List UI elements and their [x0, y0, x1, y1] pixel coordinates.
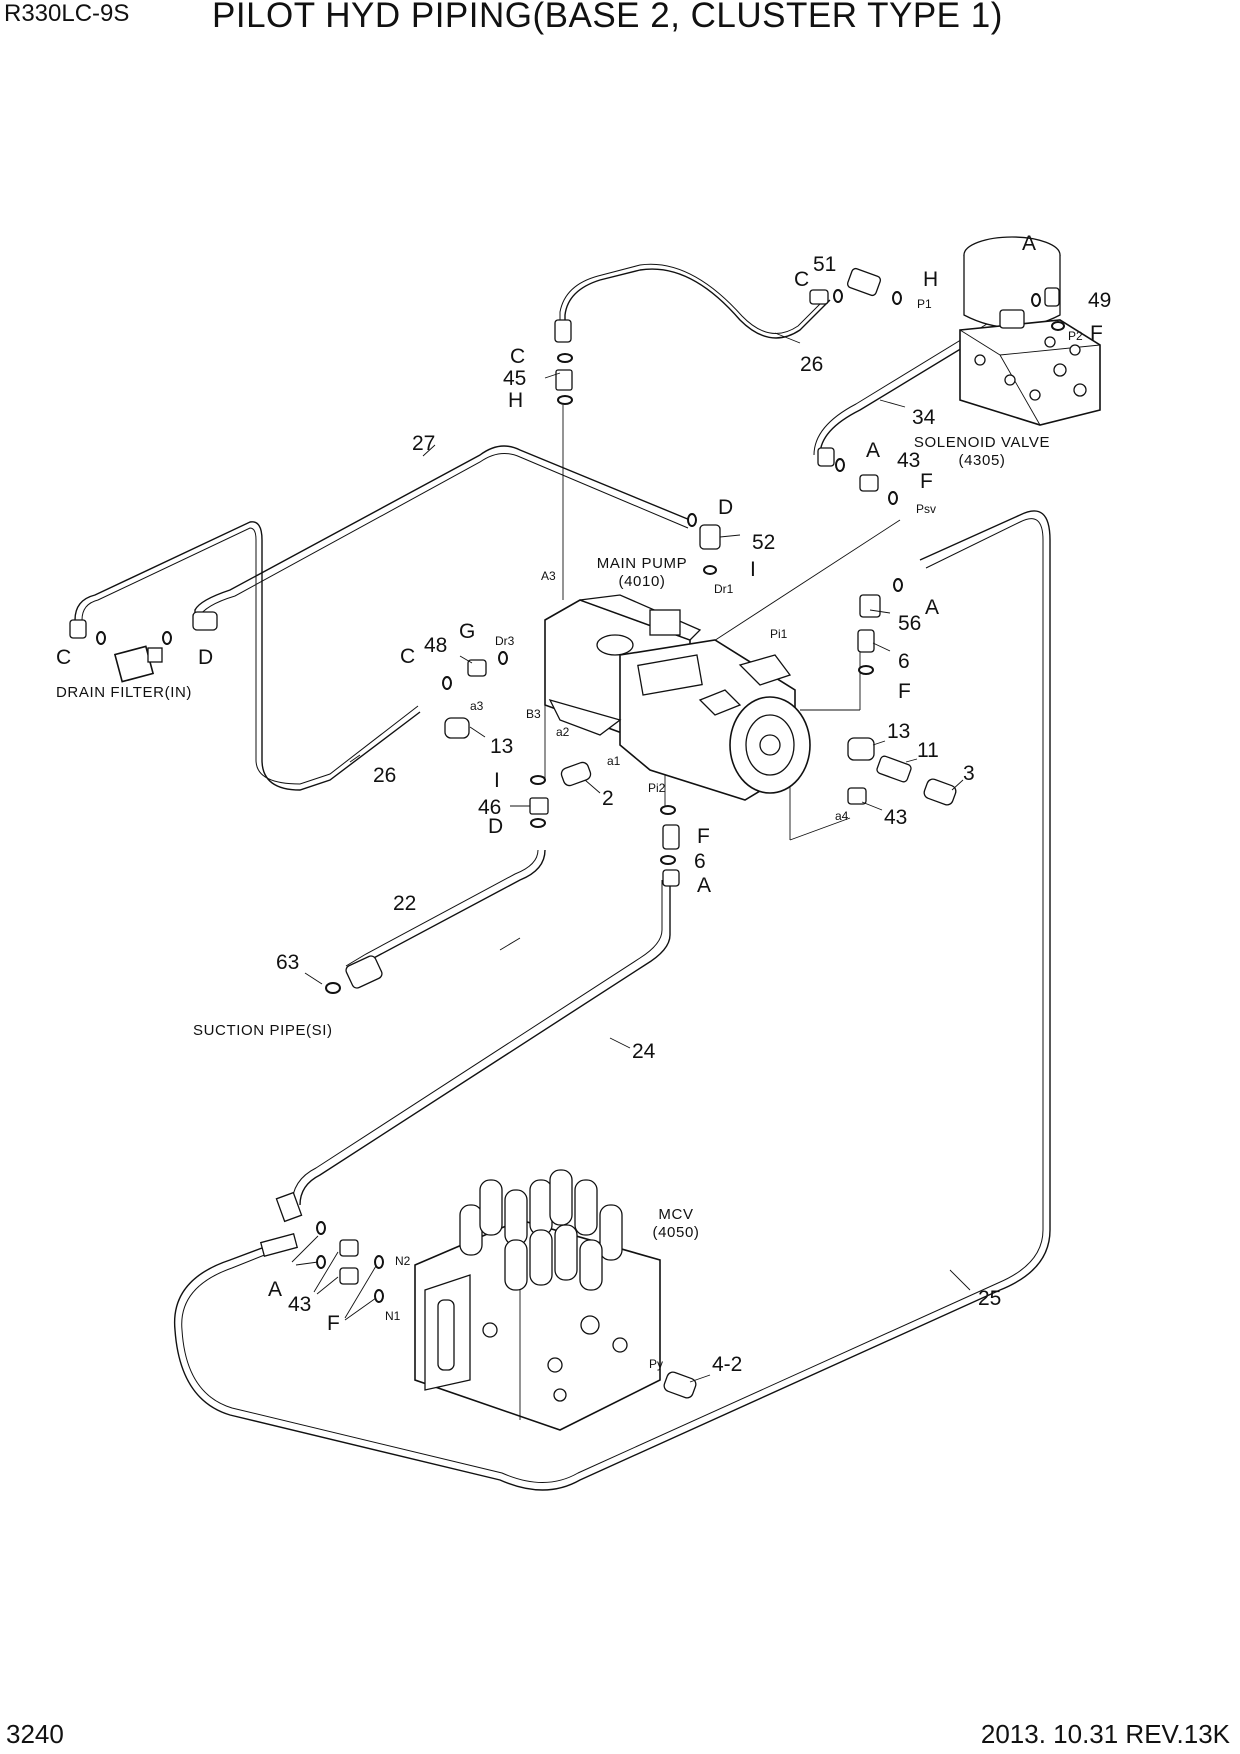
part-number-label: 6	[898, 650, 910, 673]
port-label: a4	[835, 809, 849, 823]
port-label: a2	[556, 725, 570, 739]
connection-letter: F	[1090, 322, 1103, 345]
port-label: Psv	[916, 502, 936, 516]
port-label: N1	[385, 1309, 401, 1323]
drain-filter-name: DRAIN FILTER(IN)	[56, 684, 192, 701]
port-label: N2	[395, 1254, 411, 1268]
page-number: 3240	[6, 1719, 64, 1749]
connection-letter: D	[718, 496, 733, 519]
port-label: P1	[917, 297, 932, 311]
connection-letter: I	[494, 769, 500, 792]
part-number-label: 51	[813, 253, 836, 276]
part-number-label: 46	[478, 796, 501, 819]
port-label: Pi2	[648, 781, 666, 795]
mcv	[414, 1169, 661, 1431]
suction-pipe-name: SUCTION PIPE(SI)	[193, 1022, 333, 1039]
connection-letter: A	[697, 874, 711, 897]
port-label: Pi1	[770, 627, 788, 641]
connection-letter: A	[1022, 232, 1036, 255]
part-number-label: 26	[373, 764, 396, 787]
mcv-code: (4050)	[653, 1224, 700, 1241]
connection-letter: C	[510, 345, 525, 368]
connection-letter: H	[923, 268, 938, 291]
connection-letter: D	[488, 815, 503, 838]
revision-date: 2013. 10.31 REV.13K	[980, 1719, 1230, 1749]
drain-filter	[113, 645, 163, 683]
port-label: a1	[607, 754, 621, 768]
connection-letter: F	[697, 825, 710, 848]
page-title: PILOT HYD PIPING(BASE 2, CLUSTER TYPE 1)	[212, 0, 1003, 35]
port-label: Py	[649, 1357, 663, 1371]
connection-letter: I	[750, 558, 756, 581]
main-pump	[544, 594, 811, 801]
hose-27	[194, 445, 691, 620]
part-number-label: 11	[917, 739, 939, 762]
connection-letter: H	[508, 389, 523, 412]
solenoid-valve-name: SOLENOID VALVE	[914, 434, 1050, 451]
mcv-name: MCV	[658, 1206, 693, 1223]
part-number-label: 63	[276, 951, 299, 974]
part-number-label: 48	[424, 634, 447, 657]
solenoid-valve	[959, 236, 1101, 426]
part-number-label: 2	[602, 787, 614, 810]
connection-letter: F	[327, 1312, 340, 1335]
connection-letter: F	[920, 470, 933, 493]
mcv-spool-caps	[459, 1169, 623, 1291]
part-number-label: 43	[897, 449, 920, 472]
part-number-label: 45	[503, 367, 526, 390]
part-number-label: 4-2	[712, 1353, 742, 1376]
connection-letter: C	[400, 645, 415, 668]
part-number-label: 22	[393, 892, 416, 915]
solenoid-valve-code: (4305)	[959, 452, 1006, 469]
hose-25	[173, 510, 1051, 1491]
part-number-label: 43	[288, 1293, 311, 1316]
port-label: Dr3	[495, 634, 515, 648]
part-number-label: 52	[752, 531, 775, 554]
port-label: A3	[541, 569, 556, 583]
hose-26-loop	[74, 521, 421, 791]
part-number-label: 34	[912, 406, 936, 429]
part-number-label: 13	[887, 720, 910, 743]
model-number: R330LC-9S	[4, 0, 130, 27]
hose-26-top	[564, 268, 831, 339]
leader-lines	[291, 332, 971, 1383]
part-number-label: 13	[490, 735, 513, 758]
connection-letter: C	[794, 268, 809, 291]
port-label: Dr1	[714, 582, 734, 596]
hose-24	[299, 880, 671, 1206]
connection-letter: G	[459, 620, 475, 643]
connection-letter: C	[56, 646, 71, 669]
connection-letter: A	[866, 439, 880, 462]
part-number-label: 27	[412, 432, 435, 455]
port-label: P2	[1068, 329, 1083, 343]
part-number-label: 43	[884, 806, 907, 829]
part-number-label: 25	[978, 1287, 1001, 1310]
part-number-label: 3	[963, 762, 975, 785]
main-pump-code: (4010)	[619, 573, 666, 590]
part-number-label: 24	[632, 1040, 656, 1063]
fittings	[69, 267, 1060, 1399]
o-rings	[96, 289, 1065, 1303]
connection-letter: F	[898, 680, 911, 703]
connection-letter: D	[198, 646, 213, 669]
part-number-label: 6	[694, 850, 706, 873]
port-label: a3	[470, 699, 484, 713]
connection-letter: A	[925, 596, 939, 619]
main-pump-name: MAIN PUMP	[597, 555, 687, 572]
part-number-label: 49	[1088, 289, 1111, 312]
part-number-label: 56	[898, 612, 921, 635]
connection-letter: A	[268, 1278, 282, 1301]
port-label: B3	[526, 707, 541, 721]
part-number-label: 26	[800, 353, 823, 376]
hose-22	[349, 849, 546, 973]
